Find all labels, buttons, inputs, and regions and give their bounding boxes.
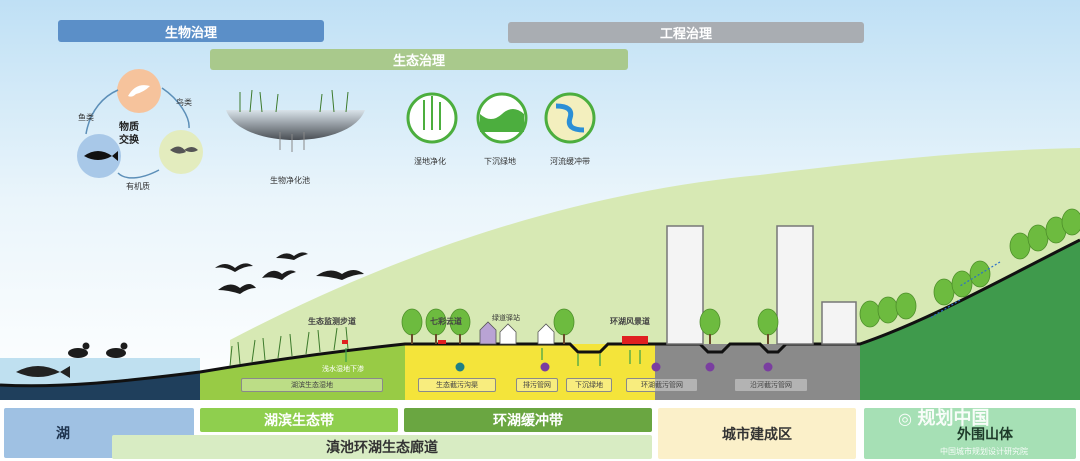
lake-fish <box>16 366 70 378</box>
greenway-station-label: 绿道驿站 <box>492 314 520 322</box>
eco-walk-label: 生态监测步道 <box>308 317 356 326</box>
sunken-label: 下沉绿地 <box>484 157 516 166</box>
cycle-arrows <box>85 87 190 179</box>
overflow-label: 浅水湿地下渗 <box>322 365 364 373</box>
river-pipe-label: 沿河截污管网 <box>750 381 792 389</box>
corridor-label: 滇池环湖生态廊道 <box>326 440 438 456</box>
city-zone: 城市建成区 <box>658 408 856 459</box>
tree-group <box>401 208 1080 336</box>
watermark-main: 规划中国 <box>917 408 990 429</box>
ground-line <box>0 238 1080 388</box>
wechat-icon: ◎ <box>898 409 912 428</box>
house-2 <box>499 323 517 345</box>
bio-pool-basin <box>226 110 365 140</box>
ducks <box>68 342 128 358</box>
distant-hill <box>230 148 1080 400</box>
eco-ditch-strip: 生态截污沟渠 <box>418 378 496 392</box>
building-tall-right <box>776 225 814 345</box>
sunken-icon-wave <box>480 109 524 132</box>
bio-pool-label: 生物净化池 <box>270 176 310 185</box>
organic-label: 有机质 <box>126 182 150 191</box>
ring-pipe-strip: 环湖截污管网 <box>626 378 698 392</box>
mountain-zone-label: 外围山体 <box>957 426 1013 443</box>
engineering-governance-label: 工程治理 <box>659 27 712 42</box>
river-icon-stream <box>555 103 585 133</box>
rainbow-path-marker <box>438 340 446 344</box>
pipe-markers <box>455 362 773 372</box>
building-low <box>821 301 857 345</box>
ring-buffer-label: 环湖缓冲带 <box>493 413 563 429</box>
seepage-arrows <box>345 348 641 366</box>
wetland-icon-reeds <box>423 96 441 130</box>
watermark-sub: 中国城市规划设计研究院 <box>940 447 1028 456</box>
lake-zone-label: 湖 <box>56 426 70 442</box>
mountain-zone: 外围山体 <box>864 408 1076 459</box>
bio-pool-reeds <box>239 89 349 113</box>
bio-governance-bar: 生物治理 <box>58 20 324 42</box>
scenic-road-marker <box>622 336 648 344</box>
bio-pool-arrows <box>279 132 305 152</box>
mountain-slope <box>860 240 1080 400</box>
eco-governance-bar: 生态治理 <box>210 49 628 70</box>
engineering-governance-bar: 工程治理 <box>508 22 864 43</box>
shore-wetland-strip: 湖滨生态湿地 <box>241 378 383 392</box>
sunken-green-strip: 下沉绿地 <box>566 378 612 392</box>
bird-label: 鸟类 <box>176 98 192 107</box>
drainage-label: 排污管网 <box>523 381 551 389</box>
river-buffer-label: 河流缓冲带 <box>550 157 590 166</box>
sunken-green-label: 下沉绿地 <box>575 381 603 389</box>
scenic-road-label: 环湖风景道 <box>610 317 650 326</box>
mountain-runoff <box>929 261 1001 319</box>
ring-pipe-label: 环湖截污管网 <box>641 381 683 389</box>
monitor-station-marker <box>342 340 348 344</box>
shore-belt-label: 湖滨生态带 <box>264 413 334 429</box>
shore-ground <box>200 344 405 400</box>
ring-buffer-zone: 环湖缓冲带 <box>404 408 652 432</box>
tree-trunks <box>411 334 769 344</box>
wetland-label: 湿地净化 <box>414 157 446 166</box>
cycle-center-label: 物质 交换 <box>119 122 139 146</box>
city-ground <box>655 344 860 400</box>
rainbow-path-label: 七彩云道 <box>430 317 462 326</box>
house-1 <box>479 321 497 345</box>
house-3 <box>537 323 555 345</box>
fish-label: 鱼类 <box>78 113 94 122</box>
fish-glyph <box>84 151 118 161</box>
corridor-zone: 滇池环湖生态廊道 <box>112 435 652 459</box>
drainage-strip: 排污管网 <box>516 378 558 392</box>
eco-governance-label: 生态治理 <box>392 54 445 69</box>
leaf-glyph <box>170 146 198 154</box>
watermark: ◎ 规划中国 <box>898 404 990 430</box>
city-zone-label: 城市建成区 <box>722 426 792 443</box>
building-tall-left <box>666 225 704 345</box>
river-pipe-strip: 沿河截污管网 <box>734 378 808 392</box>
shore-belt-zone: 湖滨生态带 <box>200 408 398 432</box>
buffer-ground <box>405 344 655 400</box>
eco-ditch-label: 生态截污沟渠 <box>436 381 478 389</box>
flying-birds <box>215 252 364 294</box>
bio-governance-label: 生物治理 <box>164 25 217 41</box>
shore-reeds <box>229 326 349 367</box>
bird-glyph <box>128 85 150 97</box>
shore-wetland-label: 湖滨生态湿地 <box>291 381 333 389</box>
